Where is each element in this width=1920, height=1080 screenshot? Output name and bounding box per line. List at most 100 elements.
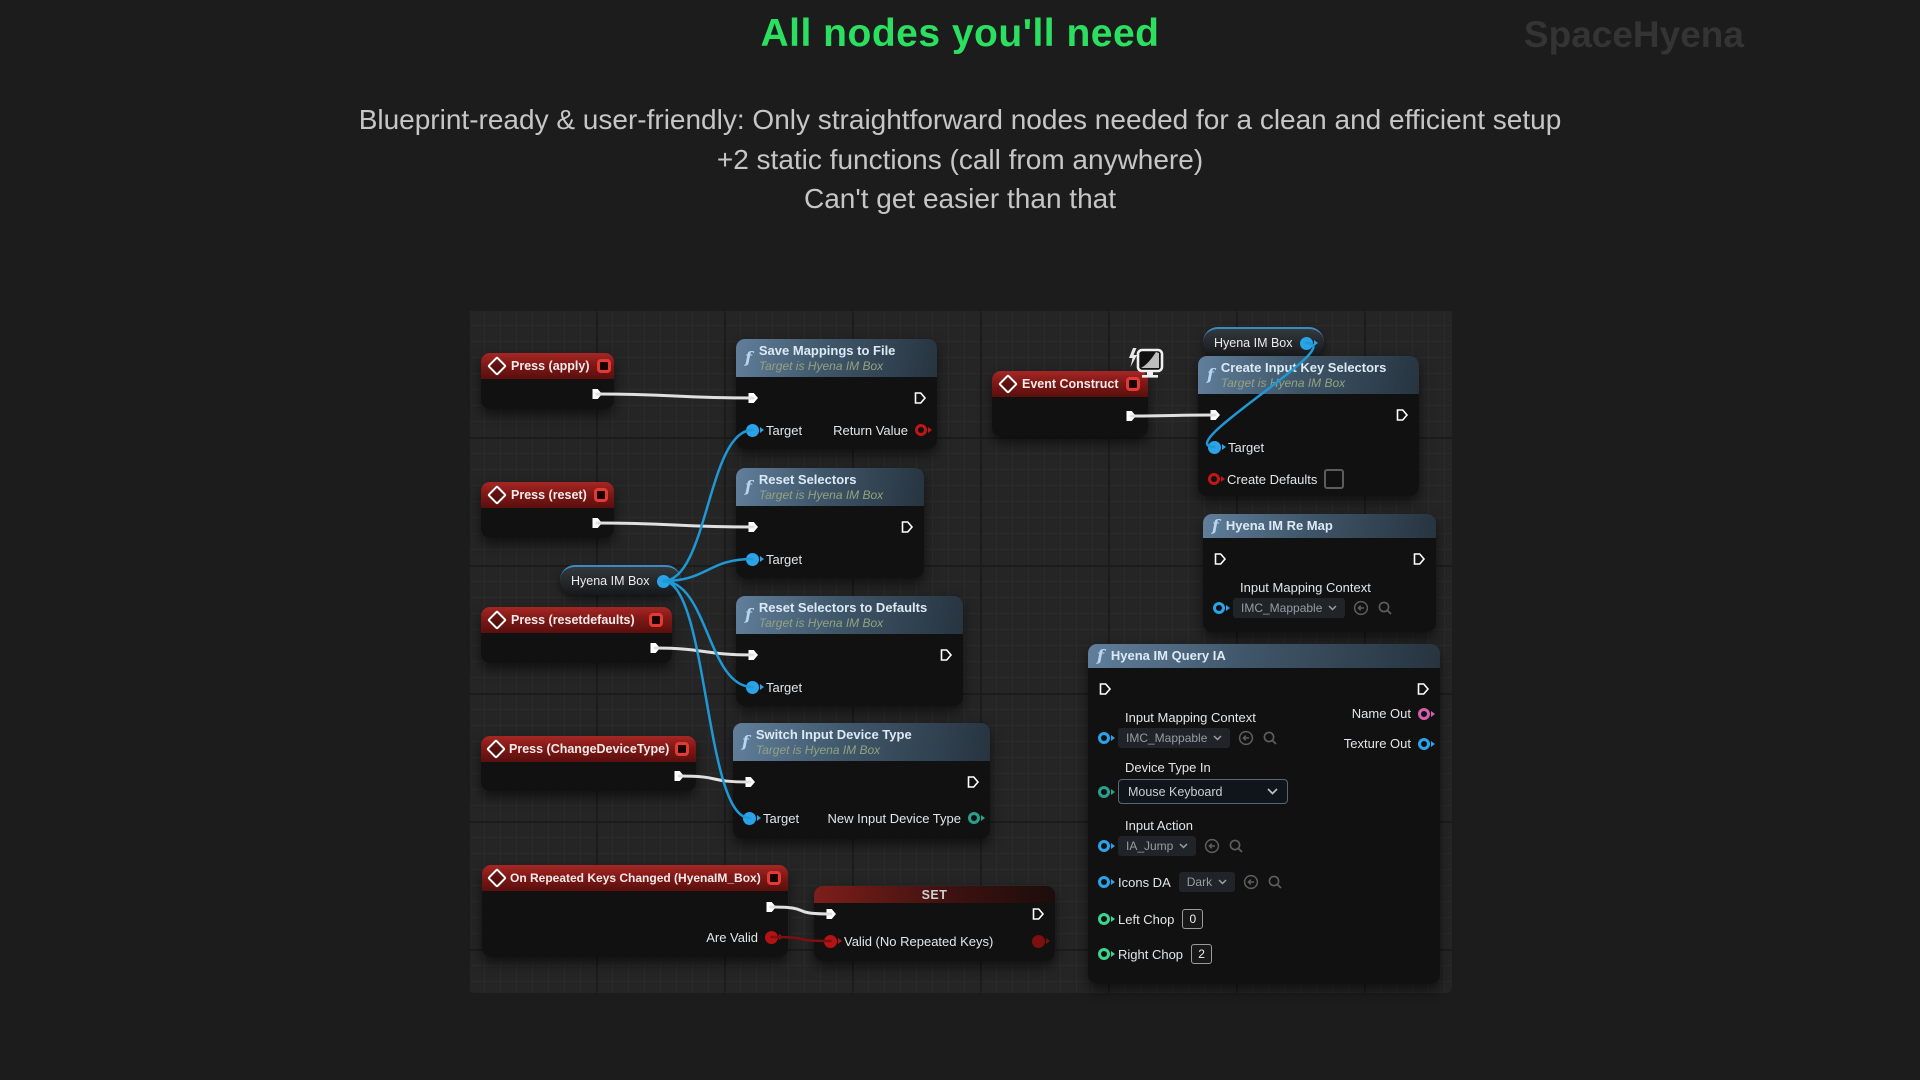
exec-in-pin[interactable] bbox=[743, 775, 757, 789]
chevron-down-icon bbox=[1218, 879, 1227, 885]
browse-asset-icon[interactable] bbox=[1267, 874, 1283, 890]
function-f-icon: f bbox=[745, 605, 752, 624]
browse-asset-icon[interactable] bbox=[1377, 600, 1393, 616]
exec-out-pin[interactable] bbox=[966, 775, 980, 789]
delegate-pin-icon[interactable] bbox=[593, 488, 608, 502]
exec-out-pin[interactable] bbox=[939, 648, 953, 662]
are-valid-pin[interactable] bbox=[765, 930, 778, 944]
exec-in-pin[interactable] bbox=[824, 907, 838, 921]
node-press-changedevicetype[interactable]: Press (ChangeDeviceType) bbox=[481, 736, 696, 791]
input-action-pin[interactable] bbox=[1098, 840, 1110, 852]
node-event-construct[interactable]: Event Construct bbox=[992, 371, 1148, 437]
target-pin[interactable] bbox=[746, 552, 759, 566]
variable-hyena-im-box[interactable]: Hyena IM Box bbox=[560, 565, 681, 595]
exec-out-pin[interactable] bbox=[1416, 682, 1430, 696]
delegate-pin-icon[interactable] bbox=[596, 359, 611, 373]
exec-in-pin[interactable] bbox=[1098, 682, 1112, 696]
chevron-down-icon bbox=[1213, 735, 1222, 741]
exec-out-pin[interactable] bbox=[764, 900, 778, 914]
exec-out-pin[interactable] bbox=[913, 391, 927, 405]
use-selected-asset-icon[interactable] bbox=[1238, 730, 1254, 746]
delegate-pin-icon[interactable] bbox=[649, 613, 663, 627]
brand-watermark: SpaceHyena bbox=[1523, 14, 1744, 55]
asset-dropdown[interactable]: IMC_Mappable bbox=[1118, 728, 1231, 748]
device-type-in-pin[interactable] bbox=[1098, 785, 1110, 798]
exec-out-pin[interactable] bbox=[900, 520, 914, 534]
browse-asset-icon[interactable] bbox=[1262, 730, 1278, 746]
exec-out-pin[interactable] bbox=[1031, 907, 1045, 921]
node-on-repeated-keys-changed[interactable]: On Repeated Keys Changed (HyenaIM_Box) A… bbox=[482, 865, 788, 957]
device-type-select[interactable]: Mouse Keyboard bbox=[1118, 779, 1288, 804]
node-title: Create Input Key Selectors bbox=[1220, 360, 1387, 375]
node-reset-selectors[interactable]: f Reset Selectors Target is Hyena IM Box… bbox=[736, 468, 924, 578]
function-f-icon: f bbox=[745, 348, 752, 367]
icons-da-pin[interactable] bbox=[1098, 876, 1110, 888]
valid-in-pin[interactable] bbox=[824, 934, 837, 948]
input-mapping-context-pin[interactable] bbox=[1098, 732, 1110, 744]
page-title: All nodes you'll need bbox=[760, 12, 1160, 55]
target-pin[interactable] bbox=[746, 423, 759, 437]
exec-in-pin[interactable] bbox=[1208, 408, 1222, 422]
object-out-pin[interactable] bbox=[1299, 336, 1313, 350]
left-chop-value[interactable]: 0 bbox=[1182, 909, 1204, 929]
use-selected-asset-icon[interactable] bbox=[1243, 874, 1259, 890]
exec-in-pin[interactable] bbox=[746, 391, 760, 405]
create-defaults-checkbox[interactable] bbox=[1324, 469, 1345, 489]
exec-out-pin[interactable] bbox=[648, 641, 662, 655]
name-out-pin[interactable] bbox=[1418, 707, 1430, 720]
exec-in-pin[interactable] bbox=[746, 520, 760, 534]
node-press-reset[interactable]: Press (reset) bbox=[481, 482, 614, 538]
use-selected-asset-icon[interactable] bbox=[1353, 600, 1369, 616]
left-chop-pin[interactable] bbox=[1098, 913, 1110, 925]
node-press-apply[interactable]: Press (apply) bbox=[481, 353, 614, 409]
node-set-valid[interactable]: SET Valid (No Repeated Keys) bbox=[814, 886, 1055, 961]
pin-label: New Input Device Type bbox=[827, 810, 961, 826]
custom-event-icon bbox=[487, 485, 507, 505]
right-chop-pin[interactable] bbox=[1098, 948, 1110, 960]
exec-out-pin[interactable] bbox=[1412, 552, 1426, 566]
node-title: Press (ChangeDeviceType) bbox=[509, 742, 670, 756]
node-hyena-im-query-ia[interactable]: f Hyena IM Query IA Name Out Texture Out… bbox=[1088, 644, 1440, 984]
node-save-mappings-to-file[interactable]: f Save Mappings to File Target is Hyena … bbox=[736, 339, 937, 449]
pin-label: Target bbox=[766, 551, 803, 567]
delegate-pin-icon[interactable] bbox=[675, 742, 690, 756]
exec-out-pin[interactable] bbox=[590, 387, 604, 401]
right-chop-value[interactable]: 2 bbox=[1191, 944, 1213, 964]
node-press-resetdefaults[interactable]: Press (resetdefaults) bbox=[481, 607, 672, 663]
exec-out-pin[interactable] bbox=[590, 516, 604, 530]
texture-out-pin[interactable] bbox=[1418, 737, 1430, 750]
asset-dropdown[interactable]: IMC_Mappable bbox=[1233, 598, 1346, 618]
create-defaults-pin[interactable] bbox=[1208, 473, 1220, 485]
exec-in-pin[interactable] bbox=[746, 648, 760, 662]
asset-dropdown[interactable]: IA_Jump bbox=[1118, 836, 1197, 856]
exec-out-pin[interactable] bbox=[672, 769, 686, 783]
node-title: Reset Selectors bbox=[758, 472, 857, 487]
return-value-pin[interactable] bbox=[915, 424, 927, 436]
texture-out-pin-row: Texture Out bbox=[1344, 736, 1430, 751]
pin-label: Valid (No Repeated Keys) bbox=[844, 933, 994, 949]
use-selected-asset-icon[interactable] bbox=[1204, 838, 1220, 854]
new-input-device-type-pin[interactable] bbox=[968, 812, 980, 824]
target-pin[interactable] bbox=[743, 811, 756, 825]
target-pin[interactable] bbox=[1208, 440, 1221, 454]
pin-label: Name Out bbox=[1351, 706, 1411, 721]
valid-out-pin[interactable] bbox=[1032, 934, 1045, 948]
node-title: SET bbox=[921, 887, 948, 902]
object-out-pin[interactable] bbox=[656, 574, 670, 588]
exec-in-pin[interactable] bbox=[1213, 552, 1227, 566]
node-create-input-key-selectors[interactable]: f Create Input Key Selectors Target is H… bbox=[1198, 356, 1419, 496]
exec-out-pin[interactable] bbox=[1395, 408, 1409, 422]
browse-asset-icon[interactable] bbox=[1228, 838, 1244, 854]
variable-hyena-im-box[interactable]: Hyena IM Box bbox=[1203, 327, 1324, 357]
delegate-pin-icon[interactable] bbox=[1125, 377, 1140, 391]
node-reset-selectors-to-defaults[interactable]: f Reset Selectors to Defaults Target is … bbox=[736, 596, 963, 706]
exec-out-pin[interactable] bbox=[1124, 409, 1138, 423]
custom-event-icon bbox=[487, 610, 507, 630]
node-switch-input-device-type[interactable]: f Switch Input Device Type Target is Hye… bbox=[733, 723, 990, 839]
asset-dropdown[interactable]: Dark bbox=[1178, 872, 1236, 892]
target-pin[interactable] bbox=[746, 680, 759, 694]
node-hyena-im-re-map[interactable]: f Hyena IM Re Map Input Mapping Context … bbox=[1203, 514, 1436, 632]
delegate-pin-icon[interactable] bbox=[766, 871, 781, 885]
input-mapping-context-pin[interactable] bbox=[1213, 602, 1225, 614]
editor-monitor-icon bbox=[1126, 346, 1164, 380]
